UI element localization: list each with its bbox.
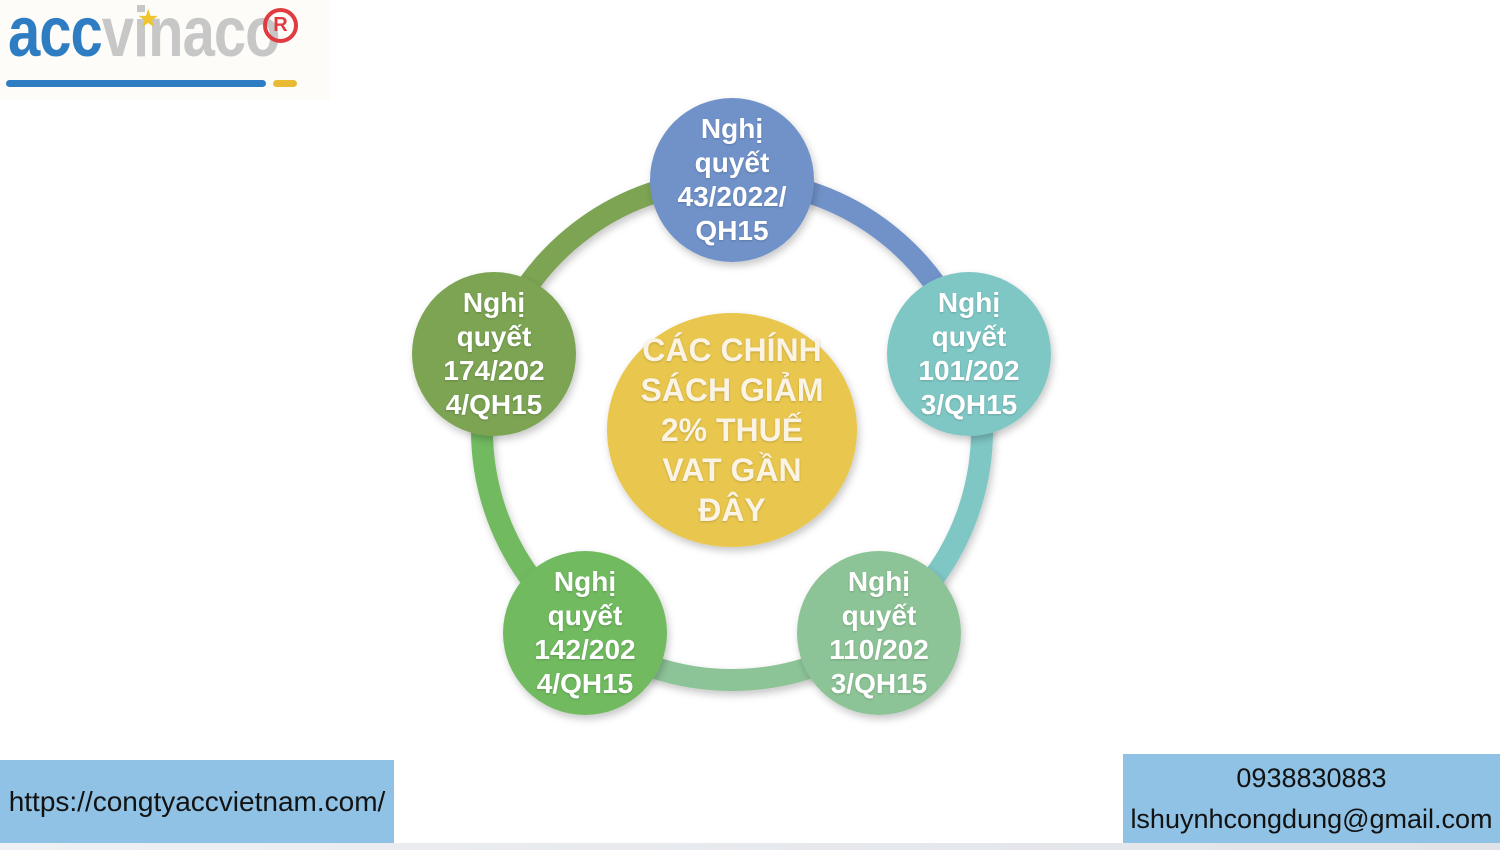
accvinaco-logo: accvinaco ★ R xyxy=(0,0,330,100)
center-circle xyxy=(607,313,857,547)
node-label-top: Nghị quyết 43/2022/ QH15 xyxy=(677,112,787,247)
website-box: https://congtyaccvietnam.com/ xyxy=(0,760,394,843)
node-label-left: Nghị quyết 174/202 4/QH15 xyxy=(443,286,545,421)
node-label-bottom-left: Nghị quyết 142/202 4/QH15 xyxy=(534,565,636,700)
logo-text-acc: acc xyxy=(8,0,103,72)
node-circle-bottom-right xyxy=(797,551,961,715)
node-circle-top xyxy=(650,98,814,262)
node-circle-bottom-left xyxy=(503,551,667,715)
bottom-strip xyxy=(0,843,1500,850)
star-icon: ★ xyxy=(137,5,160,33)
logo-underline-accent xyxy=(273,80,297,87)
logo-text-vinaco: vinaco xyxy=(101,0,281,72)
node-label-bottom-right: Nghị quyết 110/202 3/QH15 xyxy=(829,565,929,700)
website-url: https://congtyaccvietnam.com/ xyxy=(8,785,386,817)
logo-wordmark: accvinaco xyxy=(8,0,281,68)
contact-box: 0938830883 lshuynhcongdung@gmail.com xyxy=(1123,754,1500,843)
registered-trademark-icon: R xyxy=(263,8,298,43)
node-label-right: Nghị quyết 101/202 3/QH15 xyxy=(918,286,1020,421)
node-circle-left xyxy=(412,272,576,436)
logo-underline xyxy=(6,80,266,87)
email-address: lshuynhcongdung@gmail.com xyxy=(1130,803,1493,834)
node-circle-right xyxy=(887,272,1051,436)
phone-number: 0938830883 xyxy=(1236,763,1387,793)
center-label: CÁC CHÍNH SÁCH GIẢM 2% THUẾ VAT GẦN ĐÂY xyxy=(640,332,824,528)
